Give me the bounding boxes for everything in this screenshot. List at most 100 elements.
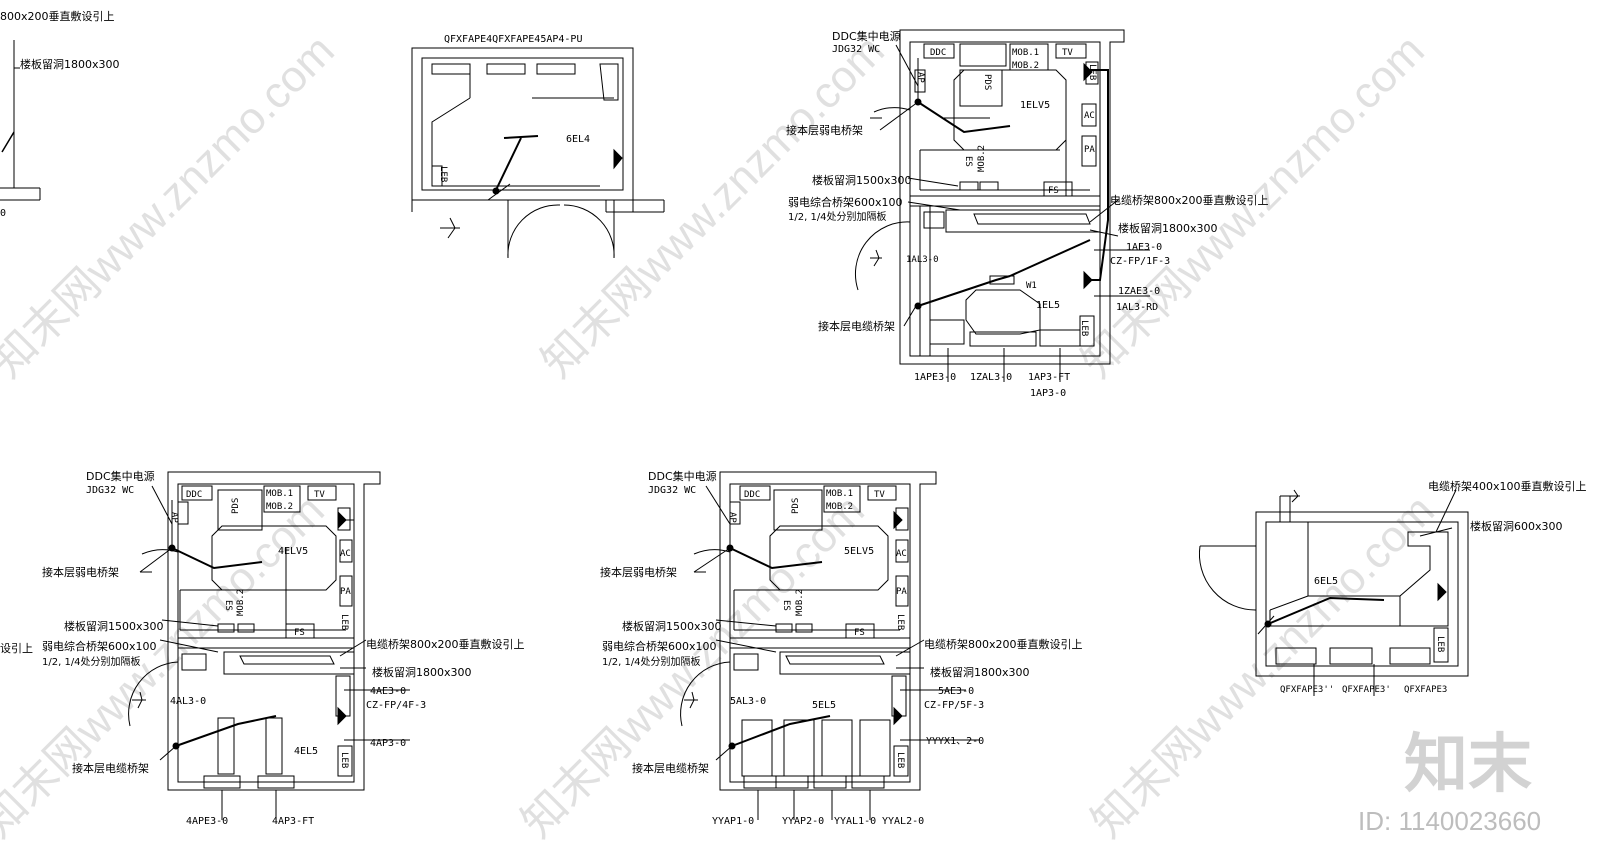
bottom-label: QFXFAPE3'' [1280, 685, 1334, 695]
tag-mob2-vertical: MOB.2 [236, 589, 246, 616]
note-hole-weak: 楼板留洞1500x300 [64, 619, 164, 633]
note-cable-riser: 电缆桥架800x200垂直敷设引上 [1110, 193, 1269, 207]
tag-ap: AP [915, 72, 925, 83]
note-weak-tray: 接本层弱电桥架 [600, 565, 677, 579]
tag-tv: TV [1062, 48, 1073, 58]
tag-leb: LEB [1087, 64, 1097, 80]
tag-al: 5AL3-0 [730, 696, 766, 707]
tag-es: ES [963, 156, 973, 167]
right-label: CZ-FP/1F-3 [1110, 256, 1170, 267]
bottom-label: YYAL1-0 [834, 816, 876, 827]
tag-el: 4EL5 [294, 746, 318, 757]
image-id-label: ID: 1140023660 [1358, 806, 1541, 836]
brand-logo-watermark: 知末 [1404, 728, 1532, 802]
leb-tag: LEB [1435, 636, 1445, 652]
tag-leb-lower: LEB [339, 752, 349, 768]
note-weak-tray: 接本层弱电桥架 [786, 123, 863, 137]
note-power-tray: 接本层电缆桥架 [818, 319, 895, 333]
note-hole-power: 楼板留洞1800x300 [1118, 221, 1218, 235]
ddc-conduit-note: JDG32 WC [648, 485, 696, 496]
right-label: YYYX1、2-0 [926, 736, 984, 747]
note-weak-tray: 接本层弱电桥架 [42, 565, 119, 579]
bottom-label: 1AP3-FT [1028, 372, 1070, 383]
riser-note: 800x200垂直敷设引上 [0, 9, 115, 23]
note-partition: 1/2, 1/4处分别加隔板 [788, 210, 887, 223]
bottom-label: YYAL2-0 [882, 816, 924, 827]
note-cable-riser: 电缆桥架800x200垂直敷设引上 [924, 637, 1083, 651]
tag-ddc: DDC [186, 490, 202, 500]
tag-elv: 1ELV5 [1020, 100, 1050, 111]
tag-ac: AC [340, 549, 351, 559]
tag-ac: AC [896, 549, 907, 559]
tag-tv: TV [314, 490, 325, 500]
room-tag-6el5: 6EL5 [1314, 576, 1338, 587]
tag-fs: FS [294, 628, 305, 638]
tag-w1: W1 [1026, 281, 1037, 291]
tag-mob2-vertical: MOB.2 [795, 589, 805, 616]
tag-ac: AC [1084, 111, 1095, 121]
ddc-power-note: DDC集中电源 [832, 29, 901, 43]
bottom-label: 4AP3-FT [272, 816, 314, 827]
note-weak-combined: 弱电综合桥架600x100 [602, 639, 717, 653]
bottom-label: QFXFAPE3' [1342, 685, 1391, 695]
tag-mob1: MOB.1 [1012, 48, 1039, 58]
tag-es: ES [781, 600, 791, 611]
plan-6el4: QFXFAPE4QFXFAPE45AP4-PU 6EL4 LEB [411, 34, 665, 259]
plan-floor-5: DDC集中电源 JDG32 WC DDC MOB.1 MOB.2 TV PDS … [600, 469, 1083, 827]
right-label: 5AE3-0 [938, 686, 974, 697]
ddc-conduit-note: JDG32 WC [832, 44, 880, 55]
tag-mob1: MOB.1 [266, 489, 293, 499]
note-power-tray: 接本层电缆桥架 [72, 761, 149, 775]
tag-pds: PDS [231, 498, 241, 514]
note-cable-riser: 电缆桥架800x200垂直敷设引上 [366, 637, 525, 651]
note-hole-weak: 楼板留洞1500x300 [812, 173, 912, 187]
tag-al: 4AL3-0 [170, 696, 206, 707]
leb-tag: LEB [438, 166, 448, 182]
ddc-conduit-note: JDG32 WC [86, 485, 134, 496]
right-label: CZ-FP/4F-3 [366, 700, 426, 711]
tag-es: ES [223, 600, 233, 611]
bottom-label: 1APE3-0 [914, 372, 956, 383]
label-zero: 0 [0, 208, 6, 219]
panel-labels: QFXFAPE4QFXFAPE45AP4-PU [444, 34, 582, 45]
floor-hole-note: 楼板留洞600x300 [1470, 519, 1563, 533]
tag-pa: PA [340, 587, 351, 597]
plan-floor-1: DDC集中电源 JDG32 WC DDC MOB.1 MOB.2 TV PDS … [786, 29, 1269, 399]
tag-leb-lower: LEB [1079, 320, 1089, 336]
tag-fs: FS [854, 628, 865, 638]
riser-note: 电缆桥架400x100垂直敷设引上 [1428, 479, 1587, 493]
tag-mob2: MOB.2 [826, 502, 853, 512]
note-weak-combined: 弱电综合桥架600x100 [788, 195, 903, 209]
tag-el: 1EL5 [1036, 300, 1060, 311]
note-power-tray: 接本层电缆桥架 [632, 761, 709, 775]
right-label: 1AL3-RD [1116, 302, 1158, 313]
tag-al: 1AL3-0 [906, 255, 939, 265]
tag-leb: LEB [895, 614, 905, 630]
plan-floor-4: DDC集中电源 JDG32 WC DDC MOB.1 MOB.2 TV PDS … [0, 469, 525, 827]
tag-pds: PDS [982, 74, 992, 90]
note-weak-combined: 弱电综合桥架600x100 [42, 639, 157, 653]
bottom-label: YYAP2-0 [782, 816, 824, 827]
right-label: 1ZAE3-0 [1118, 286, 1160, 297]
tag-pds: PDS [791, 498, 801, 514]
left-cut-label: 设引上 [0, 641, 33, 655]
bottom-label: YYAP1-0 [712, 816, 754, 827]
tag-fs: FS [1048, 186, 1059, 196]
tag-elv: 4ELV5 [278, 546, 308, 557]
tag-leb-lower: LEB [895, 752, 905, 768]
right-label: 4AE3-0 [370, 686, 406, 697]
tag-mob2: MOB.2 [266, 502, 293, 512]
tag-pa: PA [896, 587, 907, 597]
right-label: 4AP3-0 [370, 738, 406, 749]
tag-ap: AP [727, 512, 737, 523]
bottom-label: 1ZAL3-0 [970, 372, 1012, 383]
note-partition: 1/2, 1/4处分别加隔板 [42, 655, 141, 668]
ddc-power-note: DDC集中电源 [86, 469, 155, 483]
tag-mob2: MOB.2 [1012, 61, 1039, 71]
floor-hole-note: 楼板留洞1800x300 [20, 57, 120, 71]
tag-ap: AP [169, 512, 179, 523]
note-hole-power: 楼板留洞1800x300 [372, 665, 472, 679]
tag-mob1: MOB.1 [826, 489, 853, 499]
plan-partial-top-left: 800x200垂直敷设引上 楼板留洞1800x300 0 [0, 9, 120, 219]
